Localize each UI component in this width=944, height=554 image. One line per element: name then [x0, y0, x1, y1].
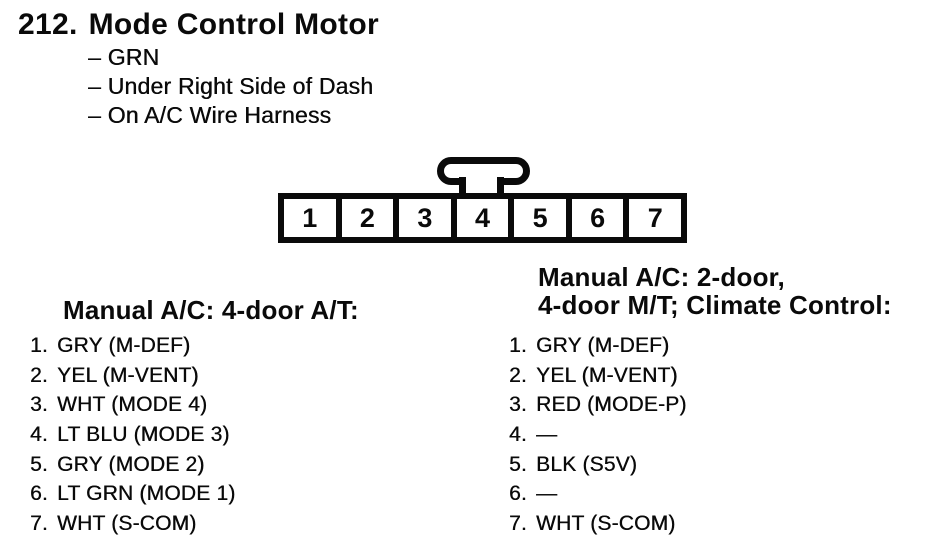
pinout-item: 1. GRY (M-DEF) — [30, 331, 235, 361]
pin-wire-label: — — [536, 482, 558, 506]
pin-wire-label: GRY (MODE 2) — [57, 452, 205, 476]
pin-wire-label: YEL (M-VENT) — [536, 363, 678, 387]
pin-wire-label: GRY (M-DEF) — [536, 333, 670, 357]
pin-number: 1. — [30, 333, 48, 357]
pinout-item: 3. WHT (MODE 4) — [30, 390, 235, 420]
pin-cell: 2 — [342, 199, 400, 237]
bullet-item: – On A/C Wire Harness — [88, 102, 332, 128]
pinout-item: 4. — — [509, 420, 687, 450]
page-title: Mode Control Motor — [88, 8, 379, 41]
pin-cell: 5 — [514, 199, 572, 237]
pinout-item: 7. WHT (S-COM) — [509, 509, 687, 539]
pinout-right-header: Manual A/C: 2-door, 4-door M/T; Climate … — [538, 263, 892, 319]
bullet-item: – Under Right Side of Dash — [88, 73, 374, 99]
pin-number: 5. — [30, 452, 48, 476]
pin-number: 3. — [509, 393, 527, 417]
section-number: 212. — [18, 8, 78, 41]
pin-wire-label: — — [536, 422, 558, 446]
pin-number: 2. — [509, 363, 527, 387]
pin-wire-label: GRY (M-DEF) — [57, 333, 191, 357]
pinout-item: 5. BLK (S5V) — [509, 450, 687, 480]
pin-number: 4. — [509, 422, 527, 446]
pin-cell: 7 — [647, 202, 663, 233]
pinout-item: 6. — — [509, 479, 687, 509]
connector-lock-tab-stem — [459, 177, 504, 193]
pin-number: 6. — [509, 482, 527, 506]
pin-number: 7. — [509, 511, 527, 535]
pinout-item: 4. LT BLU (MODE 3) — [30, 420, 235, 450]
pin-cell: 3 — [399, 199, 457, 237]
pin-cell: 1 — [284, 199, 342, 237]
pinout-item: 2. YEL (M-VENT) — [30, 361, 235, 391]
pin-number: 4. — [30, 422, 48, 446]
pinout-right-header-line1: Manual A/C: 2-door, — [538, 262, 785, 292]
pinout-item: 1. GRY (M-DEF) — [509, 331, 687, 361]
pinout-item: 5. GRY (MODE 2) — [30, 450, 235, 480]
pin-wire-label: LT BLU (MODE 3) — [57, 422, 230, 446]
pinout-left-column: 1. GRY (M-DEF) 2. YEL (M-VENT) 3. WHT (M… — [30, 331, 235, 539]
pinout-left-header: Manual A/C: 4-door A/T: — [63, 295, 359, 325]
pin-wire-label: WHT (S-COM) — [536, 511, 676, 535]
pin-number: 2. — [30, 363, 48, 387]
section-title-row: 212. Mode Control Motor — [18, 8, 379, 42]
connector-pin-row: 1 2 3 4 5 6 7 — [278, 193, 687, 243]
location-bullets: – GRN – Under Right Side of Dash – On A/… — [88, 43, 373, 130]
pinout-right-header-line2: 4-door M/T; Climate Control: — [538, 290, 892, 320]
bullet-item: – GRN — [88, 44, 160, 70]
pin-wire-label: RED (MODE-P) — [536, 393, 687, 417]
pin-number: 7. — [30, 511, 48, 535]
pinout-item: 6. LT GRN (MODE 1) — [30, 479, 235, 509]
pin-cell: 6 — [572, 199, 630, 237]
pinout-item: 7. WHT (S-COM) — [30, 509, 235, 539]
pinout-item: 3. RED (MODE-P) — [509, 390, 687, 420]
pin-wire-label: WHT (MODE 4) — [57, 393, 208, 417]
pin-number: 3. — [30, 393, 48, 417]
pin-number: 6. — [30, 482, 48, 506]
pinout-right-column: 1. GRY (M-DEF) 2. YEL (M-VENT) 3. RED (M… — [509, 331, 687, 539]
pin-number: 5. — [509, 452, 527, 476]
pin-number: 1. — [509, 333, 527, 357]
pin-cell: 4 — [457, 199, 515, 237]
pin-wire-label: LT GRN (MODE 1) — [57, 482, 236, 506]
pin-wire-label: YEL (M-VENT) — [57, 363, 199, 387]
pin-wire-label: BLK (S5V) — [536, 452, 638, 476]
pin-wire-label: WHT (S-COM) — [57, 511, 197, 535]
pinout-item: 2. YEL (M-VENT) — [509, 361, 687, 391]
